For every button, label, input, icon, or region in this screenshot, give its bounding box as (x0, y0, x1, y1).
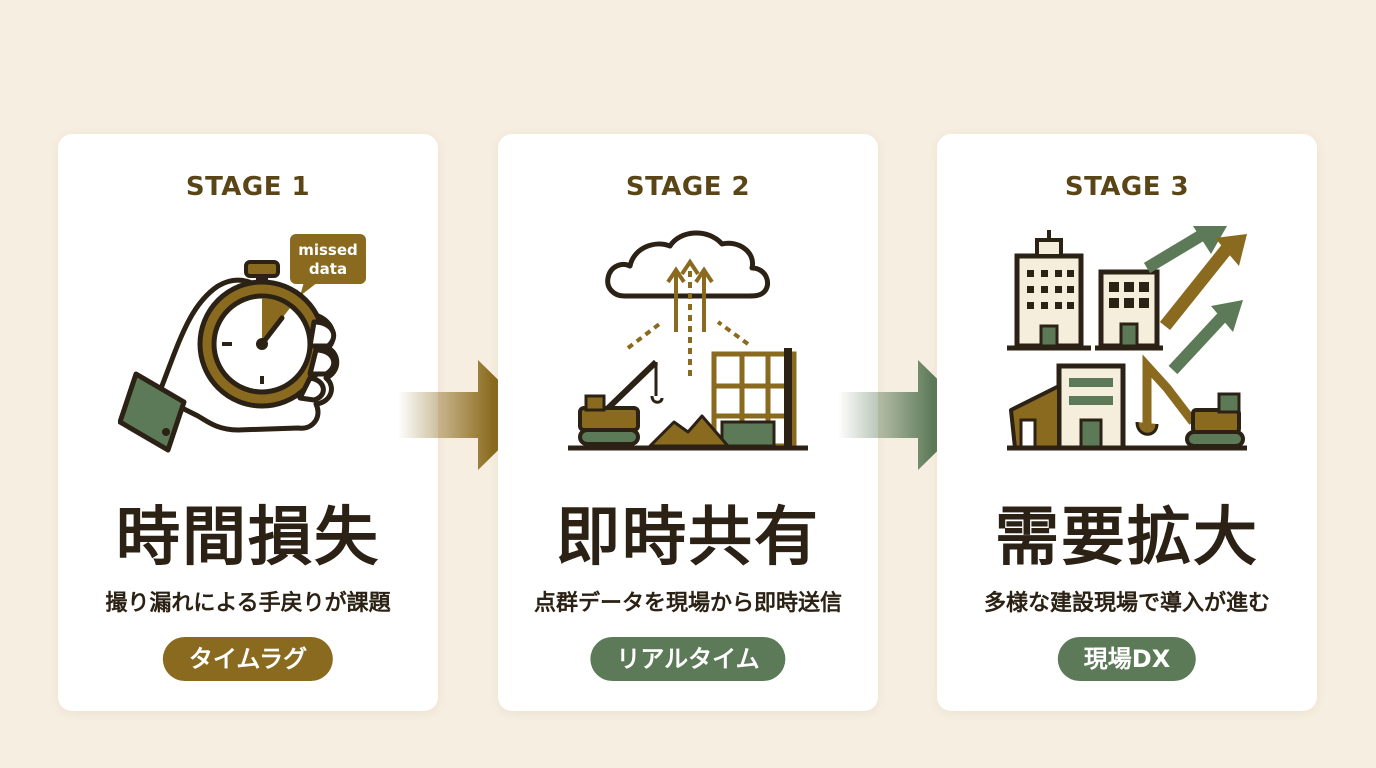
stage-card-1: STAGE 1 missed data 時間損失 撮り漏れによる手戻りが課題 タ… (58, 134, 438, 711)
cloud-construction-icon (568, 230, 808, 451)
stage-label: STAGE 1 (185, 172, 311, 202)
stage-title: 即時共有 (556, 500, 820, 575)
stage-badge: タイムラグ (162, 637, 334, 681)
stage-card-2: STAGE 2 即時共有 点群データを現場から即時送信 リアルタイム (498, 134, 878, 711)
stage-badge: リアルタイム (590, 637, 786, 681)
stage-subtitle: 点群データを現場から即時送信 (533, 591, 842, 616)
stage-label: STAGE 2 (625, 172, 751, 202)
bubble-line-1: missed (298, 241, 358, 259)
hand-stopwatch-icon: missed data (118, 234, 366, 453)
stage-subtitle: 多様な建設現場で導入が進む (983, 591, 1270, 616)
bubble-line-2: data (309, 260, 347, 278)
stage-title: 時間損失 (116, 500, 380, 575)
buildings-growth-icon (1007, 226, 1247, 451)
stage-subtitle: 撮り漏れによる手戻りが課題 (105, 591, 391, 616)
stage-title: 需要拡大 (995, 500, 1259, 575)
stage-badge: 現場DX (1057, 637, 1197, 681)
speech-bubble: missed data (290, 234, 366, 296)
stage-card-3: STAGE 3 (937, 134, 1317, 711)
stage-label: STAGE 3 (1064, 172, 1190, 202)
